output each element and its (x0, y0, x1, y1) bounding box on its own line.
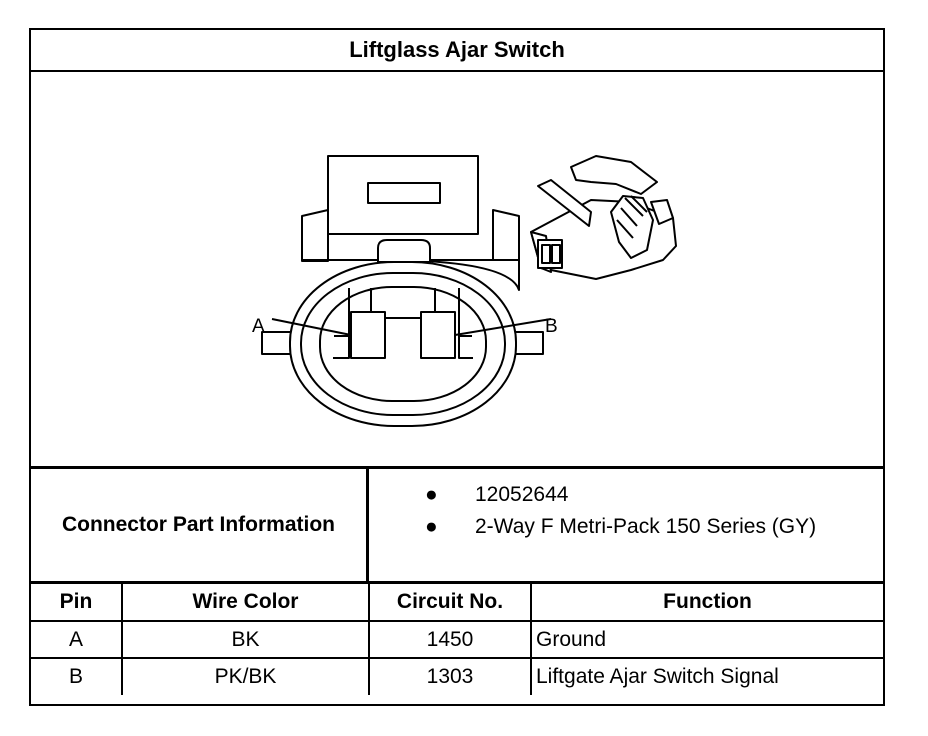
connector-key (377, 239, 431, 263)
header-function: Function (530, 584, 883, 622)
connector-info-list: ● 12052644 ● 2-Way F Metri-Pack 150 Seri… (369, 469, 883, 581)
terminal-a (350, 311, 386, 359)
connector-info-row: Connector Part Information ● 12052644 ● … (31, 466, 883, 584)
connector-card: Liftglass Ajar Switch (29, 28, 885, 706)
connector-left-lock (301, 209, 329, 262)
connector-window (367, 182, 441, 204)
pin-label-b: B (545, 316, 558, 337)
header-circuit-no: Circuit No. (368, 584, 532, 622)
leader-line-b (454, 318, 552, 336)
list-item: ● 12052644 (369, 483, 883, 513)
cell-wire-color: BK (121, 620, 370, 659)
connector-info-label: Connector Part Information (31, 469, 369, 581)
bullet-icon: ● (425, 515, 438, 538)
leader-line-a (271, 318, 352, 336)
pin-table: Pin Wire Color Circuit No. Function A BK… (31, 584, 883, 695)
connector-diagram: A B (31, 72, 883, 468)
terminal-b (420, 311, 456, 359)
table-row: A BK 1450 Ground (31, 620, 883, 659)
connector-right-lock (492, 209, 520, 262)
connector-inner-cavity (319, 286, 487, 402)
list-item: ● 2-Way F Metri-Pack 150 Series (GY) (369, 515, 883, 545)
cell-circuit-no: 1450 (368, 620, 532, 659)
bullet-icon: ● (425, 483, 438, 506)
table-header-row: Pin Wire Color Circuit No. Function (31, 584, 883, 622)
cell-pin: A (31, 620, 123, 659)
connector-face-drawing: A B (252, 155, 677, 427)
page-title: Liftglass Ajar Switch (31, 30, 883, 72)
cell-pin: B (31, 657, 123, 695)
header-wire-color: Wire Color (121, 584, 370, 622)
table-row: B PK/BK 1303 Liftgate Ajar Switch Signal (31, 657, 883, 695)
cell-function: Ground (530, 620, 883, 659)
cell-wire-color: PK/BK (121, 657, 370, 695)
cell-circuit-no: 1303 (368, 657, 532, 695)
cell-function: Liftgate Ajar Switch Signal (530, 657, 883, 695)
connector-iso-picture (530, 155, 677, 280)
header-pin: Pin (31, 584, 123, 622)
pin-label-a: A (252, 316, 265, 337)
connector-series: 2-Way F Metri-Pack 150 Series (GY) (475, 515, 817, 538)
part-number: 12052644 (475, 483, 569, 506)
